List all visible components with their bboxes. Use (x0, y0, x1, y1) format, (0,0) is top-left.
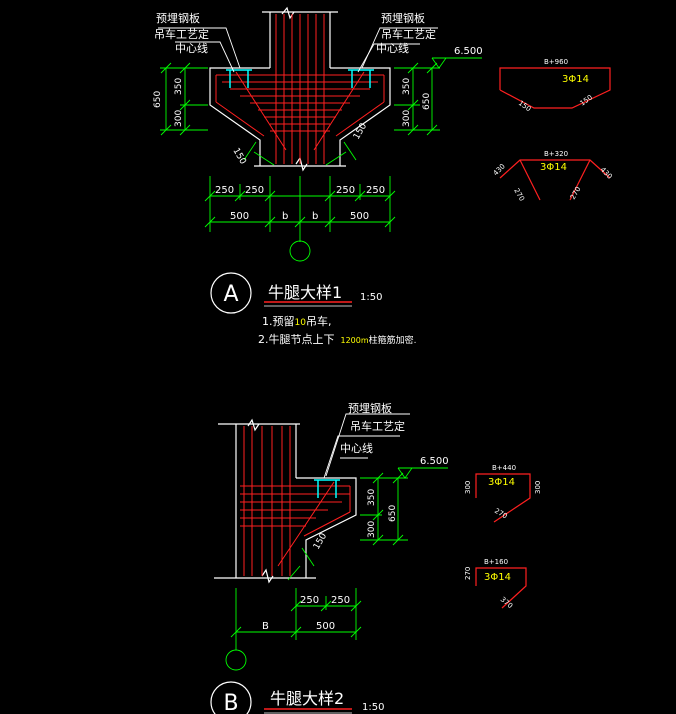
label-b-crane: 吊车工艺定 (350, 419, 405, 433)
detail-a-tag: A (223, 282, 238, 307)
label-b-centerline: 中心线 (340, 441, 373, 455)
detail-a-scale: 1:50 (360, 292, 382, 303)
rebar-a2-count: 3Φ14 (540, 162, 567, 173)
dim-b-bottom-250-2: 250 (331, 595, 350, 606)
rebar-b1-count: 3Φ14 (488, 477, 515, 488)
dim-a-bottom-250-3: 250 (336, 185, 355, 196)
rebar-a1-leg-right: 150 (579, 93, 595, 107)
dim-b-lower: 300 (367, 521, 377, 538)
corbel-b-embedded-plate (314, 479, 340, 498)
dim-a-right-lower: 300 (402, 110, 412, 127)
label-b-plate: 预埋钢板 (348, 401, 392, 415)
dim-a-slope-left: 150 (230, 147, 247, 167)
rebar-b1-leg-3: 270 (493, 507, 509, 521)
detail-b-tag-circle (210, 681, 252, 714)
rebar-a2-length: B+320 (544, 150, 568, 158)
corbel-b-rebar-shape-2 (475, 567, 527, 609)
dim-a-slope-right: 150 (352, 121, 369, 141)
rebar-a1-leg-left: 150 (517, 99, 533, 113)
corbel-a-embedded-plates (226, 69, 374, 88)
dim-a-bottom-b-left: b (282, 211, 288, 222)
dim-a-left-upper: 350 (174, 78, 184, 95)
dim-a-left-total: 650 (153, 91, 163, 108)
label-a-left-plate: 预埋钢板 (156, 11, 200, 25)
dim-a-right-upper: 350 (402, 78, 412, 95)
corbel-a-rebar (215, 14, 385, 164)
detail-a (158, 6, 611, 314)
corbel-a-leaders (158, 27, 438, 73)
detail-b-tag: B (223, 691, 238, 714)
dim-b-upper: 350 (367, 489, 377, 506)
corbel-b-outline (214, 418, 357, 584)
corbel-b-leaders (323, 413, 410, 479)
dim-a-bottom-250-1: 250 (215, 185, 234, 196)
dim-b-bottom-b: B (262, 621, 269, 632)
rebar-a2-leg-1: 430 (492, 162, 507, 177)
rebar-a1-length: B+960 (544, 58, 568, 66)
detail-b (210, 413, 531, 714)
dim-b-bottom-250-1: 250 (300, 595, 319, 606)
dim-b-bottom-500: 500 (316, 621, 335, 632)
note-1: 1.预留10吊车, (262, 314, 331, 328)
rebar-a2-leg-2: 430 (599, 166, 614, 181)
rebar-a2-leg-4: 270 (569, 185, 583, 201)
corbel-b-dimensions (225, 467, 448, 671)
corbel-a-rebar-shape-1 (499, 67, 611, 109)
elevation-a: 6.500 (454, 46, 483, 57)
corbel-b-rebar-shape-1 (475, 473, 531, 523)
detail-a-title: 牛腿大样1 (268, 283, 342, 302)
detail-b-title: 牛腿大样2 (270, 689, 344, 708)
corbel-a-rebar-shape-2 (499, 159, 611, 201)
label-a-right-centerline: 中心线 (376, 41, 409, 55)
dim-b-slope: 150 (312, 531, 329, 551)
detail-b-title-block (210, 681, 352, 714)
rebar-b1-leg-1: 300 (464, 481, 472, 494)
detail-a-title-block (210, 272, 352, 314)
rebar-b1-length: B+440 (492, 464, 516, 472)
detail-b-scale: 1:50 (362, 702, 384, 713)
dim-a-bottom-b-right: b (312, 211, 318, 222)
dim-a-bottom-500-left: 500 (230, 211, 249, 222)
elevation-b: 6.500 (420, 456, 449, 467)
corbel-b-rebar (240, 426, 351, 576)
corbel-a-dimensions (160, 57, 482, 262)
label-a-left-centerline: 中心线 (175, 41, 208, 55)
dim-a-right-total: 650 (422, 93, 432, 110)
rebar-b1-leg-2: 300 (534, 481, 542, 494)
dim-a-bottom-250-4: 250 (366, 185, 385, 196)
rebar-a2-leg-3: 270 (512, 187, 526, 203)
rebar-b2-length: B+160 (484, 558, 508, 566)
dim-a-bottom-250-2: 250 (245, 185, 264, 196)
rebar-a1-count: 3Φ14 (562, 74, 589, 85)
dim-a-bottom-500-right: 500 (350, 211, 369, 222)
dim-a-left-lower: 300 (174, 110, 184, 127)
label-a-right-plate: 预埋钢板 (381, 11, 425, 25)
corbel-a-outline (209, 6, 391, 172)
detail-a-tag-circle (210, 272, 252, 314)
rebar-b2-count: 3Φ14 (484, 572, 511, 583)
rebar-b2-leg-2: 370 (499, 595, 514, 610)
label-a-left-crane: 吊车工艺定 (154, 27, 209, 41)
dim-b-total: 650 (388, 505, 398, 522)
label-a-right-crane: 吊车工艺定 (381, 27, 436, 41)
rebar-b2-leg-1: 270 (464, 567, 472, 580)
